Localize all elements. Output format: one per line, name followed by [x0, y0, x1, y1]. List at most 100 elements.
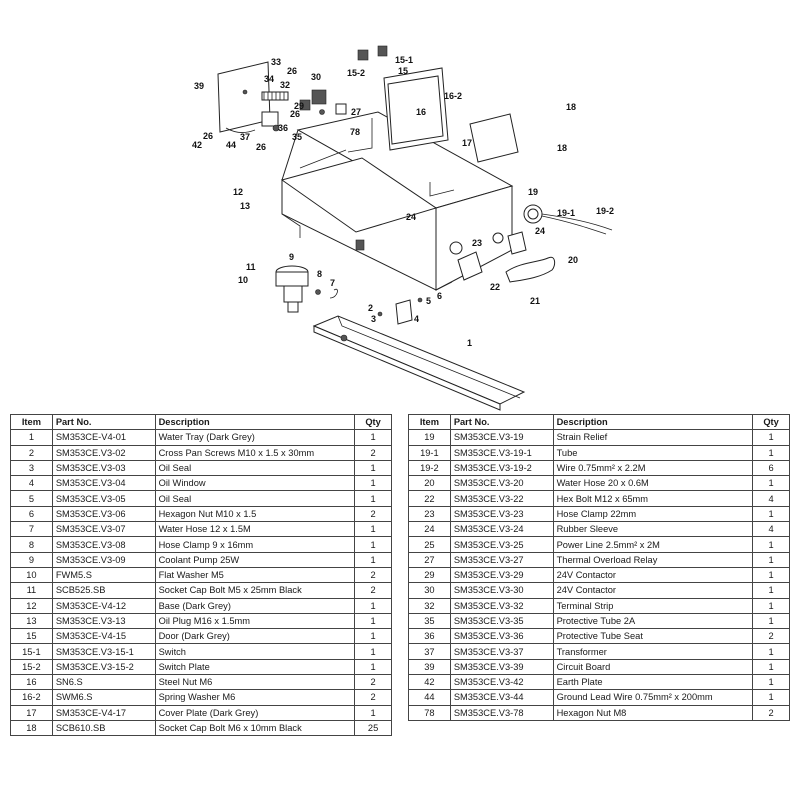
cell-part-no: SM353CE.V3-02 [51, 444, 156, 461]
cell-description: Circuit Board [552, 658, 754, 676]
cell-item: 42 [408, 674, 451, 691]
cell-item: 5 [10, 490, 53, 507]
cell-description: Oil Seal [154, 459, 356, 477]
cell-item: 1 [10, 429, 53, 446]
cell-part-no: SM353CE-V4-17 [51, 704, 156, 721]
callout-18-top: 18 [566, 102, 576, 112]
cell-part-no: SM353CE.V3-13 [51, 612, 156, 630]
cell-item: 30 [408, 582, 451, 599]
cell-item: 12 [10, 597, 53, 614]
cell-qty: 2 [354, 674, 392, 691]
cell-item: 20 [408, 475, 451, 492]
callout-10: 10 [238, 275, 248, 285]
cell-qty: 1 [752, 536, 790, 553]
cell-description: Tube [552, 444, 754, 461]
cell-qty: 25 [354, 719, 392, 737]
cell-qty: 1 [752, 658, 790, 676]
callout-16: 16 [416, 107, 426, 117]
header-part-no: Part No. [449, 413, 554, 431]
cell-part-no: SCB525.SB [51, 582, 156, 599]
cell-description: Protective Tube Seat [552, 628, 754, 645]
header-part-no: Part No. [51, 413, 156, 431]
callout-15-2: 15-2 [347, 68, 365, 78]
cell-qty: 1 [354, 536, 392, 553]
cell-qty: 1 [354, 628, 392, 645]
cell-item: 23 [408, 505, 451, 523]
cell-description: Socket Cap Bolt M5 x 25mm Black [154, 582, 356, 599]
cell-description: Hexagon Nut M8 [552, 704, 754, 721]
cell-part-no: SM353CE.V3-78 [449, 704, 554, 721]
cell-part-no: FWM5.S [51, 566, 156, 584]
cell-qty: 1 [354, 459, 392, 477]
cell-part-no: SM353CE-V4-12 [51, 597, 156, 614]
callout-23: 23 [472, 238, 482, 248]
cell-description: Water Tray (Dark Grey) [154, 429, 356, 446]
callout-4: 4 [414, 314, 419, 324]
cell-part-no: SM353CE.V3-27 [449, 551, 554, 568]
cell-qty: 2 [752, 628, 790, 645]
cell-qty: 2 [752, 704, 790, 721]
cell-qty: 1 [752, 689, 790, 706]
cell-description: Ground Lead Wire 0.75mm² x 200mm [552, 689, 754, 706]
cell-item: 6 [10, 505, 53, 523]
callout-24-right: 24 [535, 226, 545, 236]
cell-description: Rubber Sleeve [552, 521, 754, 538]
cell-qty: 1 [354, 658, 392, 676]
callout-7: 7 [330, 278, 335, 288]
callout-42: 42 [192, 140, 202, 150]
header-item: Item [408, 413, 451, 431]
callout-24-left: 24 [406, 212, 416, 222]
strain-relief-drawing [523, 204, 613, 235]
callout-19-1: 19-1 [557, 208, 575, 218]
header-item: Item [10, 413, 53, 431]
cell-description: Hose Clamp 22mm [552, 505, 754, 523]
cell-item: 11 [10, 582, 53, 599]
cell-part-no: SM353CE.V3-09 [51, 551, 156, 568]
cell-description: Socket Cap Bolt M6 x 10mm Black [154, 719, 356, 737]
cell-qty: 1 [752, 444, 790, 461]
callout-15: 15 [398, 66, 408, 76]
callout-33: 33 [271, 57, 281, 67]
cell-item: 32 [408, 597, 451, 614]
callout-26-top: 26 [287, 66, 297, 76]
cell-item: 17 [10, 704, 53, 721]
callout-37: 37 [240, 132, 250, 142]
cell-part-no: SM353CE.V3-15-2 [51, 658, 156, 676]
cell-part-no: SM353CE.V3-19 [449, 429, 554, 446]
callout-19-2: 19-2 [596, 206, 614, 216]
cell-part-no: SM353CE.V3-44 [449, 689, 554, 706]
cell-qty: 1 [752, 551, 790, 568]
cell-item: 2 [10, 444, 53, 461]
cell-item: 19 [408, 429, 451, 446]
callout-20: 20 [568, 255, 578, 265]
callout-35: 35 [292, 132, 302, 142]
callout-26-left: 26 [203, 131, 213, 141]
cell-description: Water Hose 12 x 1.5M [154, 521, 356, 538]
cell-part-no: SM353CE.V3-39 [449, 658, 554, 676]
cell-item: 36 [408, 628, 451, 645]
cell-part-no: SM353CE.V3-08 [51, 536, 156, 553]
callout-27: 27 [351, 107, 361, 117]
cell-description: 24V Contactor [552, 582, 754, 599]
callout-5: 5 [426, 296, 431, 306]
